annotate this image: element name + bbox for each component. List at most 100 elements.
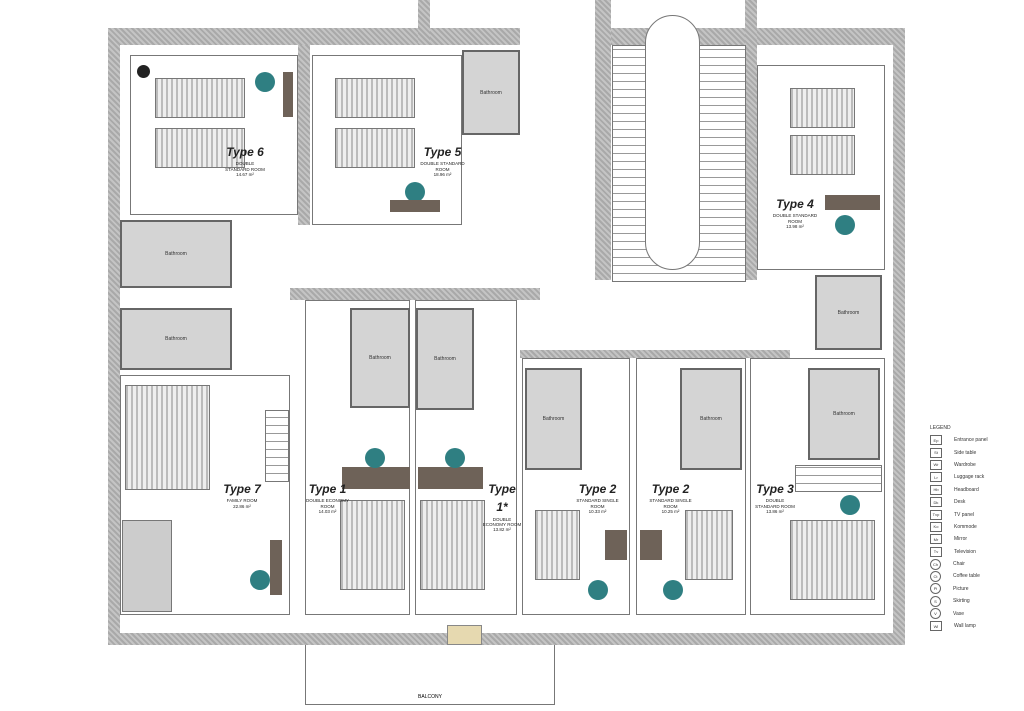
room-desc: Standard single room xyxy=(576,498,619,509)
legend-label: Kommode xyxy=(954,523,977,530)
room-label-type-5: Type 5 Double standard room 18.96 m² xyxy=(420,143,465,177)
room-type: Type 5 xyxy=(423,145,462,159)
legend-label: Desk xyxy=(954,499,966,506)
desk xyxy=(825,195,880,210)
desk xyxy=(605,530,627,560)
room-desc: Standard single room xyxy=(649,498,692,509)
legend-code: Ko xyxy=(930,521,942,532)
legend-item: Ko Kommode xyxy=(930,521,988,533)
desk xyxy=(283,72,293,117)
room-label-type-2: Type 2 Standard single room 10.33 m² xyxy=(575,480,620,514)
stair-well xyxy=(645,15,700,270)
room-type: Type 2 xyxy=(578,482,617,496)
balcony-label: BALCONY xyxy=(418,694,442,700)
wall-lamp-icon xyxy=(137,65,150,78)
room-desc: Double economy room xyxy=(482,516,522,527)
bed xyxy=(685,510,733,580)
legend-item: S Skirting xyxy=(930,595,988,607)
legend-code: Hb xyxy=(930,484,942,495)
room-area: 14.67 m² xyxy=(236,171,254,177)
legend-label: TV panel xyxy=(954,511,975,518)
legend-label: Vase xyxy=(953,610,965,617)
bed xyxy=(790,520,875,600)
wall-corridor-top xyxy=(298,45,310,225)
chair-icon xyxy=(250,570,270,590)
room-desc: Double economy room xyxy=(305,498,349,509)
legend-code: Wl xyxy=(930,621,942,632)
bed xyxy=(340,500,405,590)
room-label-type-2: Type 2 Standard single room 10.25 m² xyxy=(648,480,693,514)
bathroom: Bathroom xyxy=(680,368,742,470)
bathroom: Bathroom xyxy=(350,308,410,408)
legend-code: Ep xyxy=(930,435,942,446)
bed xyxy=(155,128,245,168)
legend-code: Pi xyxy=(930,583,941,595)
legend-label: Skirting xyxy=(953,598,970,605)
legend-label: Wardrobe xyxy=(954,461,976,468)
desk xyxy=(342,467,410,489)
room-area: 14.03 m² xyxy=(318,508,337,514)
bed xyxy=(125,385,210,490)
legend-label: Side table xyxy=(954,449,977,456)
wall-top-gap xyxy=(418,0,430,45)
chair-icon xyxy=(255,72,275,92)
desk xyxy=(390,200,440,212)
legend-code: Ch xyxy=(930,558,941,570)
room-type: Type 2 xyxy=(651,482,690,496)
legend-item: St Side table xyxy=(930,446,988,458)
bathroom: Bathroom xyxy=(462,50,520,135)
legend-code: St xyxy=(930,447,942,458)
bathroom: Bathroom xyxy=(808,368,880,460)
room-desc: Double standard room xyxy=(420,161,465,172)
legend-code: S xyxy=(930,595,941,607)
legend-title: LEGEND xyxy=(930,425,951,431)
chair-icon xyxy=(840,495,860,515)
room-area: 10.33 m² xyxy=(588,508,607,514)
bed xyxy=(790,135,855,175)
wall-corridor-mid xyxy=(290,288,540,300)
legend-label: Picture xyxy=(953,585,969,592)
desk xyxy=(640,530,662,560)
room-type: Type 1 xyxy=(308,482,347,496)
room-label-type-1-star: Type 1* Double economy room 13.82 m² xyxy=(482,480,522,532)
legend-item: Tvp TV panel xyxy=(930,508,988,520)
bathroom: Bathroom xyxy=(120,220,232,288)
bed xyxy=(155,78,245,118)
bed xyxy=(420,500,485,590)
room-area: 13.86 m² xyxy=(766,508,784,514)
wardrobe xyxy=(795,465,882,492)
bathroom: Bathroom xyxy=(416,308,474,410)
room-label-type-4: Type 4 Double standard room 13.98 m² xyxy=(770,195,820,229)
chair-icon xyxy=(445,448,465,468)
wall-corridor-right xyxy=(520,350,790,358)
courtyard xyxy=(520,0,595,292)
desk xyxy=(270,540,282,595)
room-area: 10.25 m² xyxy=(661,508,680,514)
room-desc: Double standard room xyxy=(755,498,795,509)
room-desc: Double standard room xyxy=(225,161,265,172)
legend-item: Pi Picture xyxy=(930,583,988,595)
legend-label: Mirror xyxy=(954,536,968,543)
balcony-door xyxy=(447,625,482,645)
bathroom: Bathroom xyxy=(120,308,232,370)
wall-stair-left xyxy=(595,0,611,280)
room-area: 13.82 m² xyxy=(493,527,511,533)
room-type: Type 4 xyxy=(776,197,814,211)
room-type: Type 1* xyxy=(488,482,516,515)
room-area: 22.86 m² xyxy=(233,503,251,509)
legend-code: Tv xyxy=(930,546,942,557)
room-area: 13.98 m² xyxy=(786,223,804,229)
room-desc: Family room xyxy=(226,498,258,504)
desk xyxy=(418,467,483,489)
wall-stair-right xyxy=(745,0,757,280)
legend-code: Tvp xyxy=(930,509,942,520)
sofa xyxy=(122,520,172,612)
